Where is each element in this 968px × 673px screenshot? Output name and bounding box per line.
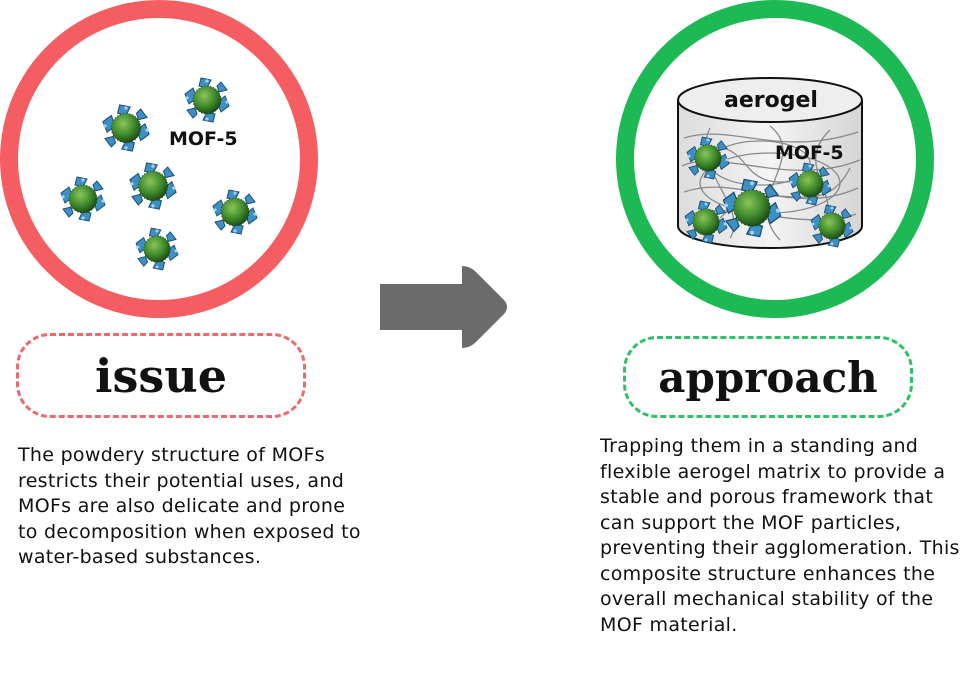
approach-mof-label: MOF-5 (775, 142, 844, 164)
right-arrow-icon (380, 266, 507, 348)
mof-particle-icon (184, 77, 230, 123)
issue-mof-label: MOF-5 (169, 128, 238, 150)
mof-particle-icon (135, 227, 179, 271)
mof-particle-icon (60, 176, 106, 222)
mof-particle-icon (102, 104, 150, 152)
issue-ring (0, 0, 318, 318)
aerogel-cylinder-icon (677, 77, 863, 249)
mof-particle-icon (129, 162, 177, 210)
approach-title: approach (623, 336, 913, 418)
issue-particles (60, 77, 258, 271)
issue-description: The powdery structure of MOFs restricts … (18, 444, 361, 568)
aerogel-label: aerogel (724, 88, 818, 113)
mof-particle-icon (212, 189, 258, 235)
issue-title: issue (16, 333, 306, 418)
approach-description: Trapping them in a standing and flexible… (600, 435, 960, 636)
